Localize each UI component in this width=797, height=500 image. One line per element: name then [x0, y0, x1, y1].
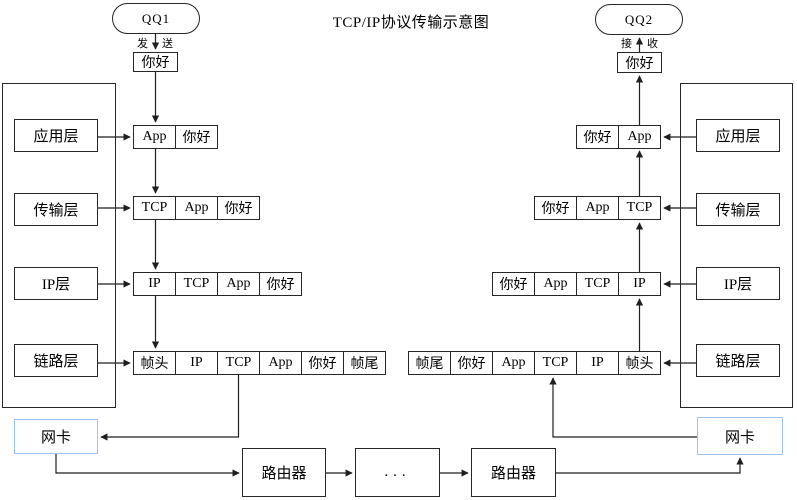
diagram-title: TCP/IP协议传输示意图 [332, 15, 490, 31]
layer-ip-right: IP层 [696, 267, 780, 300]
packet-cell: 你好 [534, 196, 577, 220]
packet-cell: App [259, 351, 302, 375]
packet-cell: 你好 [450, 351, 493, 375]
packet-cell: 帧尾 [343, 351, 386, 375]
packet-cell: App [576, 196, 619, 220]
packet-cell: TCP [133, 196, 176, 220]
packet-cell: App [175, 196, 218, 220]
packet-cell: IP [133, 272, 176, 296]
endpoint-qq2: QQ2 [595, 4, 683, 35]
message-box-left: 你好 [133, 52, 178, 72]
packet-cell: App [492, 351, 535, 375]
router-box-left: 路由器 [242, 448, 326, 497]
receive-label-right: 收 [647, 38, 658, 50]
send-label-right: 送 [162, 38, 173, 50]
layer-transport-right: 传输层 [696, 193, 780, 226]
right-stack-container [680, 83, 793, 408]
packet-cell: 你好 [217, 196, 260, 220]
packet-cell: 你好 [301, 351, 344, 375]
send-label-left: 发 [137, 38, 148, 50]
packet-cell: 帧尾 [408, 351, 451, 375]
packet-cell: App [133, 125, 176, 149]
packet-cell: 帧头 [133, 351, 176, 375]
packet-cell: TCP [618, 196, 661, 220]
packet-cell: App [217, 272, 260, 296]
packet-cell: TCP [175, 272, 218, 296]
layer-transport-left: 传输层 [14, 193, 98, 226]
packet-cell: 你好 [576, 125, 619, 149]
packet-cell: 你好 [492, 272, 535, 296]
packet-cell: TCP [534, 351, 577, 375]
packet-cell: IP [618, 272, 661, 296]
nic-box-left: 网卡 [14, 419, 98, 454]
layer-application-right: 应用层 [696, 119, 780, 152]
packet-cell: App [534, 272, 577, 296]
packet-cell: 你好 [259, 272, 302, 296]
layer-link-right: 链路层 [696, 344, 780, 377]
packet-cell: IP [175, 351, 218, 375]
message-box-right: 你好 [617, 52, 662, 73]
endpoint-qq1: QQ1 [112, 3, 200, 34]
left-stack-container [2, 83, 116, 408]
packet-cell: 你好 [175, 125, 218, 149]
nic-box-right: 网卡 [697, 417, 783, 455]
layer-link-left: 链路层 [14, 344, 98, 377]
packet-cell: IP [576, 351, 619, 375]
receive-label-left: 接 [621, 38, 632, 50]
router-box-right: 路由器 [471, 448, 556, 497]
packet-cell: App [618, 125, 661, 149]
layer-ip-left: IP层 [14, 267, 98, 300]
layer-application-left: 应用层 [14, 119, 98, 152]
ellipsis-box: ... [355, 448, 440, 497]
packet-cell: TCP [217, 351, 260, 375]
packet-cell: TCP [576, 272, 619, 296]
packet-cell: 帧头 [618, 351, 661, 375]
